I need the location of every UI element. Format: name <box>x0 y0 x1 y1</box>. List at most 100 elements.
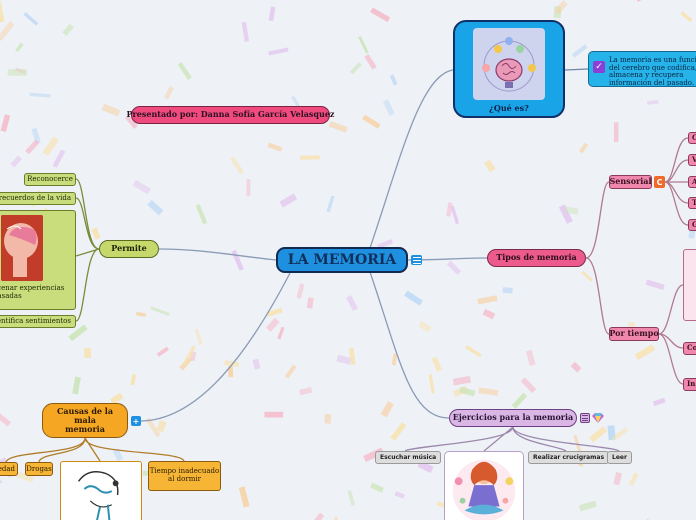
causa-leaf-drogas[interactable]: Drogas <box>25 462 53 476</box>
confetti-piece <box>628 472 639 486</box>
confetti-piece <box>52 149 66 168</box>
confetti-piece <box>428 374 435 394</box>
confetti-piece <box>10 155 22 168</box>
permite-leaf-sentimientos[interactable]: dentifica sentimientos <box>0 315 76 328</box>
sensorial-badge-icon[interactable]: C <box>654 176 665 188</box>
confetti-piece <box>482 308 496 320</box>
confetti-piece <box>370 482 384 493</box>
confetti-piece <box>646 99 659 105</box>
confetti-piece <box>578 142 589 154</box>
link-pt-leaves <box>658 284 684 385</box>
confetti-piece <box>230 156 245 175</box>
definition-node[interactable]: ✓ La memoria es una función del cerebro … <box>588 51 696 87</box>
confetti-piece <box>309 512 325 520</box>
permite-leaf-experiencias[interactable]: acenar experiencias pasadas <box>0 210 76 310</box>
confetti-piece <box>42 136 60 157</box>
confetti-piece <box>324 413 332 424</box>
permite-label: Permite <box>111 243 147 254</box>
tipos-de-memoria-node[interactable]: Tipos de memoria <box>487 249 586 267</box>
sensorial-leaf[interactable]: G <box>688 219 696 231</box>
confetti-piece <box>570 361 582 373</box>
confetti-piece <box>0 21 15 42</box>
ejercicio-leaf-crucigramas[interactable]: Realizar crucigramas <box>528 451 610 464</box>
confetti-piece <box>306 297 314 309</box>
confetti-piece <box>390 422 407 441</box>
link-permite-leaves <box>75 178 100 322</box>
ejercicios-label: Ejercicios para la memoria <box>452 412 574 423</box>
confetti-piece <box>130 374 136 386</box>
sensorial-node[interactable]: Sensorial <box>609 175 652 189</box>
central-topic[interactable]: LA MEMORIA <box>276 247 408 273</box>
permite-leaf-reconocerse[interactable]: Reconocerce <box>24 173 76 186</box>
confetti-piece <box>31 127 41 144</box>
por-tiempo-leaf[interactable]: In <box>683 378 696 391</box>
brain-head-illustration <box>1 215 43 281</box>
confetti-piece <box>364 54 377 70</box>
confetti-piece <box>477 295 498 305</box>
presenter-node[interactable]: Presentado por: Danna Sofía García Velas… <box>127 106 334 124</box>
por-tiempo-label: Por tiempo <box>609 328 659 339</box>
confetti-piece <box>246 179 251 196</box>
que-es-label: ¿Qué es? <box>489 103 529 113</box>
confetti-piece <box>589 426 608 443</box>
sensorial-leaf[interactable]: C <box>688 132 696 144</box>
confetti-piece <box>125 114 138 129</box>
confetti-piece <box>268 6 276 21</box>
add-icon[interactable]: + <box>131 416 141 426</box>
ejercicio-leaf-leer[interactable]: Leer <box>607 451 632 464</box>
confetti-piece <box>634 344 656 361</box>
confetti-piece <box>147 200 164 216</box>
confetti-piece <box>358 36 369 54</box>
checkbox-icon[interactable]: ✓ <box>593 61 605 73</box>
link-ex-leaves <box>404 426 620 452</box>
sensorial-leaf[interactable]: V <box>688 154 696 166</box>
confetti-piece <box>446 260 462 276</box>
confetti-piece <box>554 0 568 15</box>
confetti-piece <box>502 287 513 294</box>
confetti-piece <box>23 12 39 26</box>
causa-leaf-edad[interactable]: edad <box>0 462 18 476</box>
sensorial-leaf[interactable]: A <box>688 176 696 188</box>
confetti-piece <box>478 387 499 396</box>
notes-icon[interactable] <box>580 413 590 423</box>
causas-node[interactable]: Causas de la mala memoria <box>42 403 128 438</box>
por-tiempo-node[interactable]: Por tiempo <box>609 327 659 341</box>
confetti-piece <box>156 346 170 357</box>
gem-icon <box>592 412 604 424</box>
permite-leaf-recuerdos[interactable]: os recuerdos de la vida <box>0 192 76 205</box>
permite-node[interactable]: Permite <box>99 240 159 258</box>
confetti-piece <box>452 375 471 386</box>
confetti-piece <box>15 42 24 53</box>
definition-text: La memoria es una función del cerebro qu… <box>609 56 696 87</box>
experiencias-text: acenar experiencias pasadas <box>0 284 65 300</box>
sensorial-leaf[interactable]: T <box>688 197 696 209</box>
confetti-piece <box>382 99 395 116</box>
confetti-piece <box>265 317 280 332</box>
ejercicios-node[interactable]: Ejercicios para la memoria <box>449 409 577 427</box>
que-es-node[interactable]: ¿Qué es? <box>453 20 565 118</box>
link-sens-leaves <box>664 137 689 226</box>
confetti-piece <box>268 47 289 56</box>
confetti-piece <box>571 44 588 58</box>
confetti-piece <box>156 419 167 433</box>
confetti-piece <box>266 307 283 317</box>
causa-leaf-tiempo[interactable]: Tiempo inadecuado al dormir <box>148 461 221 491</box>
por-tiempo-image-node[interactable] <box>683 249 696 321</box>
confetti-piece <box>553 6 562 19</box>
ejercicio-leaf-musica[interactable]: Escuchar música <box>375 451 442 464</box>
confetti-piece <box>389 74 398 86</box>
central-topic-label: LA MEMORIA <box>287 251 397 268</box>
confetti-piece <box>611 427 629 441</box>
confetti-piece <box>132 179 151 195</box>
confetti-piece <box>91 227 101 240</box>
brain-illustration <box>473 28 545 100</box>
confetti-piece <box>300 155 320 160</box>
confetti-piece <box>525 349 536 366</box>
por-tiempo-leaf[interactable]: Co <box>683 342 696 355</box>
confetti-piece <box>431 356 443 372</box>
confetti-piece <box>0 1 5 23</box>
confetti-piece <box>581 270 594 282</box>
confetti-piece <box>101 103 121 117</box>
notes-icon[interactable] <box>411 255 422 265</box>
